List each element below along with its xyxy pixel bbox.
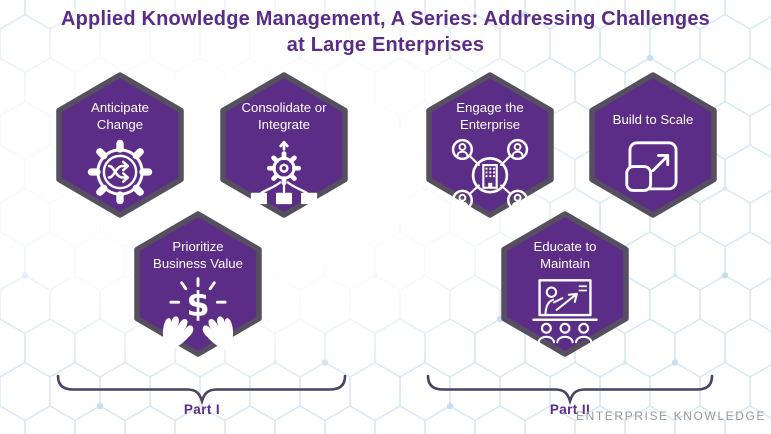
hexagon-build-to-scale: Build to Scale [586,70,720,220]
part-2-label: Part II [549,402,591,417]
hex-label-line1: Build to Scale [612,112,694,127]
presentation-training-icon [532,278,598,344]
hex-label-line1: Anticipate [91,100,149,115]
hands-dollar-icon: $ [162,277,234,350]
consolidate-merge-icon [250,140,318,204]
hex-label: Educate to Maintain [533,239,596,273]
hex-label-line1: Consolidate or [241,100,327,115]
enterprise-network-icon [451,138,529,210]
hex-label: Build to Scale [613,112,694,129]
page-title: Applied Knowledge Management, A Series: … [0,6,771,59]
hexagon-educate-to-maintain: Educate to Maintain [498,209,632,359]
hex-label-line1: Engage the [456,100,524,115]
expand-scale-icon [625,141,678,192]
dollar-glyph: $ [186,285,209,324]
hex-label: Prioritize Business Value [153,239,243,273]
hexagon-shape [426,72,554,218]
hexagon-shape [589,72,717,218]
enterprise-knowledge-watermark: ENTERPRISE KNOWLEDGE [575,409,766,423]
hex-label-line2: Integrate [257,116,311,132]
hexagon-consolidate-integrate: Consolidate or Integrate [217,70,351,220]
hex-label-line1: Prioritize [172,239,224,254]
page-title-line1: Applied Knowledge Management, A Series: … [61,8,710,30]
gear-shuffle-icon [87,139,153,205]
hex-label-line2: Change [96,116,144,132]
hex-label-line2: Enterprise [459,116,521,132]
hex-label: Consolidate or Integrate [241,100,326,134]
hexagon-prioritize-business-value: Prioritize Business Value $ [131,209,265,359]
hex-label: Anticipate Change [91,100,149,134]
page-title-line2: at Large Enterprises [286,34,485,57]
part-1-label: Part I [183,402,221,417]
hex-label-line2: Business Value [153,255,243,271]
hex-label-line2: Maintain [540,255,590,271]
hexagon-engage-enterprise: Engage the Enterprise [423,70,557,220]
hexagon-anticipate-change: Anticipate Change [53,70,187,220]
hex-label-line1: Educate to [533,239,597,254]
hex-label: Engage the Enterprise [456,100,523,134]
